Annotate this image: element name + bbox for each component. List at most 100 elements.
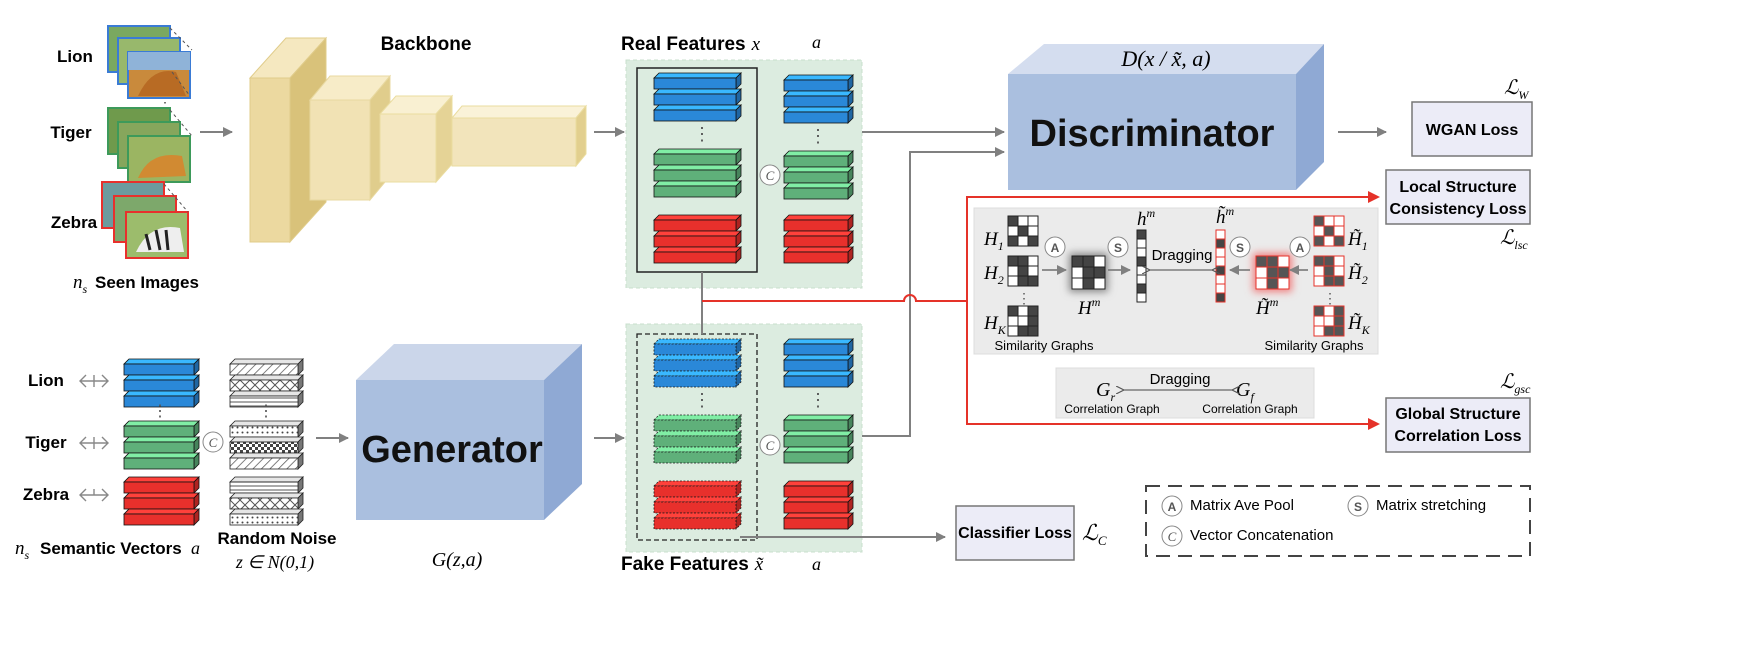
noise-formula: z ∈ N(0,1) [235, 552, 314, 573]
label-Ht-m: H̃m [1255, 295, 1279, 319]
classifier-loss-symbol: ℒC [1082, 520, 1107, 548]
fake-right-green-bar-2 [783, 430, 854, 448]
semantic-tiger-bar-2 [123, 436, 200, 454]
global-structure-content: Gr Gf Dragging Correlation Graph Correla… [1064, 371, 1297, 416]
real-left-red-bar-3 [653, 246, 742, 264]
graph-Ht-m [1253, 253, 1292, 292]
svg-text:C: C [766, 438, 775, 453]
semantic-lion-bar-3 [123, 390, 200, 408]
semantic-class-lion: Lion [28, 371, 64, 390]
fake-right-red-bar-3 [783, 512, 854, 530]
semantic-lion-bar-1 [123, 358, 200, 376]
label-Ht2: H̃2 [1347, 263, 1368, 287]
semantic-tiger-bar-1 [123, 420, 200, 438]
label-HK: HK [983, 313, 1007, 337]
correlation-graph-left: Correlation Graph [1064, 402, 1159, 416]
real-right-red-bar-1 [783, 214, 854, 232]
fake-left-blue-bar-3 [653, 370, 742, 388]
generator-block [356, 344, 582, 520]
seen-images-count-symbol: ns [73, 272, 88, 296]
real-right-red-bar-2 [783, 230, 854, 248]
semantic-vectors-symbol: a [191, 538, 200, 558]
label-Ht1: H̃1 [1347, 229, 1368, 253]
real-right-blue-bar-2 [783, 90, 854, 108]
label-H1: H1 [983, 229, 1004, 253]
legend-S-symbol: S [1354, 500, 1362, 514]
local-loss-symbol: ℒlsc [1500, 227, 1528, 252]
similarity-graphs-left: Similarity Graphs [995, 338, 1094, 353]
noise-stack-2-bar-3 [229, 452, 304, 470]
graph-Ht2 [1313, 255, 1345, 287]
noise-stack-3-bar-3 [229, 508, 304, 526]
graph-Ht1 [1313, 215, 1345, 247]
random-noise-group: ⋮ C Random Noise z ∈ N(0,1) [202, 403, 337, 573]
real-left-blue-bar-3 [653, 104, 742, 122]
fake-right-blue-bar-2 [783, 354, 854, 372]
semantic-class-tiger: Tiger [25, 433, 67, 452]
vector-ht-m [1215, 229, 1226, 303]
local-loss-line2: Consistency Loss [1390, 201, 1527, 218]
wgan-loss-symbol: ℒW [1504, 77, 1529, 102]
label-Hm: Hm [1077, 295, 1101, 319]
semantic-tiger-bar-3 [123, 452, 200, 470]
svg-text:S: S [1114, 241, 1122, 255]
discriminator-formula: D(x / x̃, a) [1120, 46, 1210, 71]
global-loss-line2: Correlation Loss [1394, 428, 1521, 445]
noise-stack-2-bar-1 [229, 420, 304, 438]
seen-images-group: Lion Tiger Zebra ⋮ [50, 25, 199, 296]
fake-left-red-bar-2 [653, 496, 742, 514]
similarity-matrix-layer [1007, 215, 1345, 337]
feature-bars-layer [123, 72, 854, 530]
semantic-ellipsis: ⋮ [152, 403, 168, 420]
semantic-count-symbol: ns [15, 538, 30, 562]
graph-Hm [1069, 253, 1108, 292]
seen-class-lion: Lion [57, 47, 93, 66]
legend-box: A Matrix Ave Pool S Matrix stretching C … [1145, 485, 1531, 557]
real-left-blue-bar-2 [653, 88, 742, 106]
semantic-zebra-bar-1 [123, 476, 200, 494]
real-concat-icon: C [759, 164, 781, 186]
real-right-blue-bar-1 [783, 74, 854, 92]
legend-A-symbol: A [1168, 500, 1177, 514]
svg-text:S: S [1236, 241, 1244, 255]
fake-left-green-bar-2 [653, 430, 742, 448]
svg-text:C: C [766, 168, 775, 183]
noise-stack-2-bar-2 [229, 436, 304, 454]
global-dragging-label: Dragging [1150, 371, 1211, 388]
real-right-blue-bar-3 [783, 106, 854, 124]
real-right-green-bar-3 [783, 182, 854, 200]
fake-concat-icon: C [759, 434, 781, 456]
noise-stack-3-bar-2 [229, 492, 304, 510]
left-graphs-ellipsis: ⋮ [1017, 290, 1031, 306]
fake-left-green-bar-1 [653, 414, 742, 432]
svg-text:A: A [1296, 241, 1305, 255]
semantic-vectors-group: Lion Tiger Zebra ⋮ ns Semantic Vectors a [15, 371, 200, 562]
right-graphs-ellipsis: ⋮ [1323, 290, 1337, 306]
label-H2: H2 [983, 263, 1004, 287]
fake-right-red-bar-2 [783, 496, 854, 514]
similarity-graphs-right: Similarity Graphs [1265, 338, 1364, 353]
semantic-zebra-bar-3 [123, 508, 200, 526]
legend-S-label: Matrix stretching [1376, 497, 1486, 514]
discriminator-block [1008, 44, 1324, 190]
noise-ellipsis: ⋮ [258, 403, 274, 420]
fake-left-green-bar-3 [653, 446, 742, 464]
wgan-loss-label: WGAN Loss [1426, 122, 1519, 139]
local-structure-loss-box [1385, 169, 1531, 225]
real-left-green-bar-3 [653, 180, 742, 198]
real-right-green-bar-2 [783, 166, 854, 184]
real-right-ellipsis: ⋮ [809, 126, 827, 146]
fake-right-green-bar-1 [783, 414, 854, 432]
fake-features-inner-box [636, 333, 758, 541]
graph-H2 [1007, 255, 1039, 287]
structure-loss-arrows [702, 191, 1380, 430]
real-left-blue-bar-1 [653, 72, 742, 90]
generator-formula: G(z,a) [432, 549, 483, 571]
lion-image-stack [107, 25, 193, 99]
real-features-inner-box [636, 67, 758, 273]
real-left-green-bar-1 [653, 148, 742, 166]
discriminator-label: Discriminator [1030, 113, 1275, 155]
label-hm: hm [1137, 206, 1156, 230]
